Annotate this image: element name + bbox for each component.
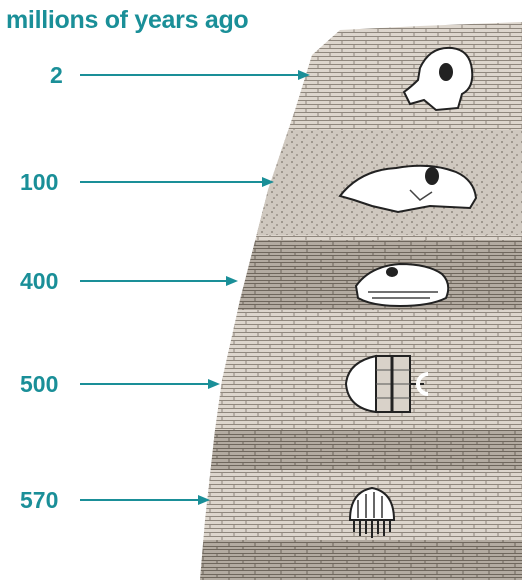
age-label: 2 <box>50 64 63 87</box>
age-arrow <box>80 495 210 505</box>
age-arrow <box>80 276 238 286</box>
age-arrow <box>80 379 220 389</box>
age-label: 400 <box>20 270 58 293</box>
age-arrow <box>80 70 310 80</box>
age-label: 570 <box>20 489 58 512</box>
age-label: 500 <box>20 373 58 396</box>
age-label: 100 <box>20 171 58 194</box>
diagram-title: millions of years ago <box>6 6 248 35</box>
rock-cliff <box>180 0 522 580</box>
age-arrow <box>80 177 274 187</box>
